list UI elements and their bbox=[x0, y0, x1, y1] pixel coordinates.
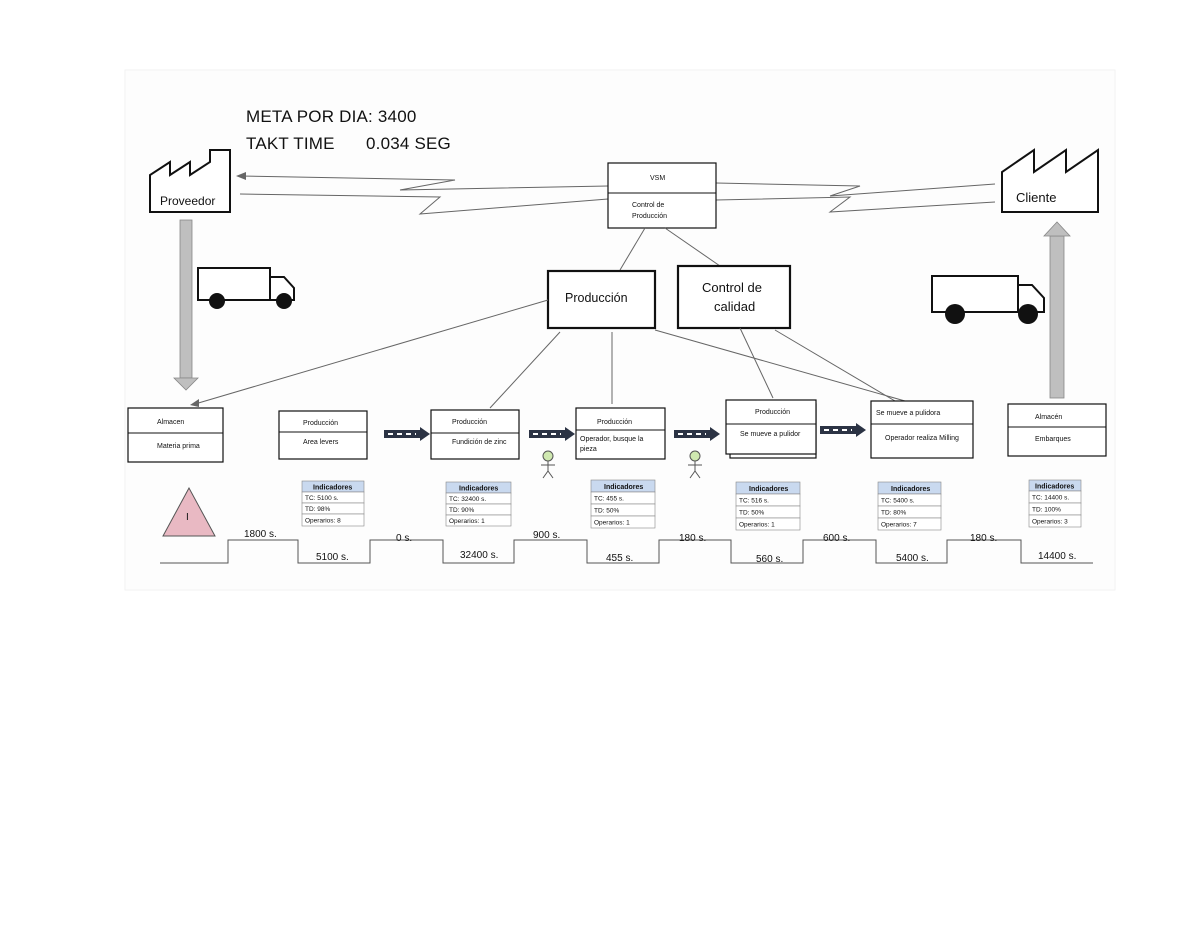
indicator-table: Indicadores TC: 5100 s. TD: 98% Operario… bbox=[301, 480, 365, 527]
calidad-label-2: calidad bbox=[714, 299, 755, 314]
supplier-truck-icon bbox=[197, 267, 295, 309]
process-subtitle: Se mueve a pulidor bbox=[740, 431, 801, 438]
process-time-label: 560 s. bbox=[756, 554, 783, 565]
wait-time-label: 1800 s. bbox=[244, 529, 277, 540]
inventory-triangle-icon bbox=[162, 486, 216, 537]
indicator-table: Indicadores TC: 32400 s. TD: 90% Operari… bbox=[445, 481, 512, 527]
supplier-label: Proveedor bbox=[160, 194, 215, 208]
svg-text:TC: 5100 s.: TC: 5100 s. bbox=[305, 495, 339, 502]
process-title: Se mueve a pulidora bbox=[876, 410, 940, 417]
control-calidad-box bbox=[676, 264, 792, 330]
process-title: Producción bbox=[303, 420, 338, 427]
process-time-label: 32400 s. bbox=[460, 550, 498, 561]
process-subtitle-2: pieza bbox=[580, 446, 597, 453]
svg-text:TC: 14400 s.: TC: 14400 s. bbox=[1032, 495, 1069, 502]
process-box-milling: Se mueve a pulidora Operador realiza Mil… bbox=[870, 400, 974, 459]
takt-time-value: 0.034 SEG bbox=[366, 134, 451, 153]
process-subtitle: Materia prima bbox=[157, 443, 200, 450]
svg-text:Indicadores: Indicadores bbox=[749, 486, 788, 493]
inventory-label: I bbox=[186, 512, 189, 523]
process-subtitle-1: Operador, busque la bbox=[580, 436, 644, 443]
process-subtitle: Operador realiza Milling bbox=[885, 435, 959, 442]
svg-text:Operarios: 1: Operarios: 1 bbox=[449, 518, 485, 525]
svg-text:Indicadores: Indicadores bbox=[891, 486, 930, 493]
svg-text:Indicadores: Indicadores bbox=[1035, 484, 1074, 491]
vsm-subtitle-2: Producción bbox=[632, 213, 667, 220]
process-box-embarques: Almacén Embarques bbox=[1007, 403, 1107, 457]
process-time-label: 14400 s. bbox=[1038, 551, 1076, 562]
indicator-table: Indicadores TC: 5400 s. TD: 80% Operario… bbox=[877, 481, 942, 531]
svg-text:TC: 455 s.: TC: 455 s. bbox=[594, 496, 624, 503]
operator-icon bbox=[541, 450, 555, 479]
process-time-label: 5100 s. bbox=[316, 552, 349, 563]
wait-time-label: 600 s. bbox=[823, 533, 850, 544]
process-title: Producción bbox=[597, 419, 632, 426]
svg-text:TD: 90%: TD: 90% bbox=[449, 507, 475, 514]
customer-truck-icon bbox=[931, 275, 1045, 324]
wait-time-label: 180 s. bbox=[679, 533, 706, 544]
svg-text:Operarios: 8: Operarios: 8 bbox=[305, 518, 341, 525]
svg-text:Operarios: 7: Operarios: 7 bbox=[881, 522, 917, 529]
supplier-factory-icon bbox=[149, 149, 231, 213]
svg-text:Operarios: 1: Operarios: 1 bbox=[739, 522, 775, 529]
vsm-subtitle-1: Control de bbox=[632, 202, 664, 209]
process-subtitle: Area levers bbox=[303, 439, 339, 446]
info-arrow-head-icon bbox=[236, 172, 246, 180]
vsm-title: VSM bbox=[650, 175, 665, 182]
push-arrow-icon bbox=[529, 427, 575, 441]
svg-text:Indicadores: Indicadores bbox=[459, 486, 498, 493]
svg-text:Indicadores: Indicadores bbox=[604, 484, 643, 491]
process-title: Almacen bbox=[157, 419, 184, 426]
process-title: Producción bbox=[755, 409, 790, 416]
customer-label: Cliente bbox=[1016, 190, 1056, 205]
svg-text:Operarios: 3: Operarios: 3 bbox=[1032, 519, 1068, 526]
wait-time-label: 0 s. bbox=[396, 533, 412, 544]
svg-text:TD: 98%: TD: 98% bbox=[305, 506, 331, 513]
information-flow-lines bbox=[236, 172, 996, 215]
customer-factory-icon bbox=[1001, 148, 1099, 213]
svg-text:TD: 50%: TD: 50% bbox=[594, 508, 620, 515]
svg-text:TC: 32400 s.: TC: 32400 s. bbox=[449, 496, 486, 503]
indicator-table: Indicadores TC: 516 s. TD: 50% Operarios… bbox=[735, 481, 801, 531]
process-box-pulidor: Producción Se mueve a pulidor bbox=[725, 399, 817, 459]
process-box-operador-pieza: Producción Operador, busque la pieza bbox=[575, 407, 666, 460]
svg-text:TD: 80%: TD: 80% bbox=[881, 510, 907, 517]
svg-text:Operarios: 1: Operarios: 1 bbox=[594, 520, 630, 527]
process-box-fundicion: Producción Fundición de zinc bbox=[430, 409, 520, 460]
process-subtitle: Fundición de zinc bbox=[452, 439, 507, 446]
indicator-table: Indicadores TC: 455 s. TD: 50% Operarios… bbox=[590, 479, 656, 529]
produccion-box bbox=[546, 269, 657, 330]
push-arrow-icon bbox=[384, 427, 430, 441]
operator-icon bbox=[688, 450, 702, 479]
push-arrow-icon bbox=[674, 427, 720, 441]
process-title: Producción bbox=[452, 419, 487, 426]
svg-text:TC: 5400 s.: TC: 5400 s. bbox=[881, 498, 915, 505]
svg-text:Indicadores: Indicadores bbox=[313, 485, 352, 492]
process-box-almacen: Almacen Materia prima bbox=[127, 407, 224, 463]
push-arrow-icon bbox=[820, 423, 866, 437]
customer-up-arrow-icon bbox=[1043, 221, 1071, 399]
calidad-label-1: Control de bbox=[702, 280, 762, 295]
lead-time-ladder bbox=[160, 539, 1093, 564]
svg-text:TC: 516 s.: TC: 516 s. bbox=[739, 498, 769, 505]
indicator-table: Indicadores TC: 14400 s. TD: 100% Operar… bbox=[1028, 479, 1082, 528]
svg-text:TD: 100%: TD: 100% bbox=[1032, 507, 1061, 514]
supplier-down-arrow-icon bbox=[173, 219, 199, 391]
process-time-label: 5400 s. bbox=[896, 553, 929, 564]
produccion-label: Producción bbox=[565, 291, 628, 305]
svg-text:TD: 50%: TD: 50% bbox=[739, 510, 765, 517]
process-subtitle: Embarques bbox=[1035, 436, 1071, 443]
process-time-label: 455 s. bbox=[606, 553, 633, 564]
meta-por-dia: META POR DIA: 3400 bbox=[246, 107, 417, 126]
process-box-area-levers: Producción Area levers bbox=[278, 410, 368, 460]
vsm-control-box bbox=[607, 162, 717, 229]
takt-time-label: TAKT TIME bbox=[246, 134, 335, 153]
wait-time-label: 180 s. bbox=[970, 533, 997, 544]
wait-time-label: 900 s. bbox=[533, 530, 560, 541]
control-connection-lines bbox=[190, 299, 906, 409]
process-title: Almacén bbox=[1035, 414, 1062, 421]
